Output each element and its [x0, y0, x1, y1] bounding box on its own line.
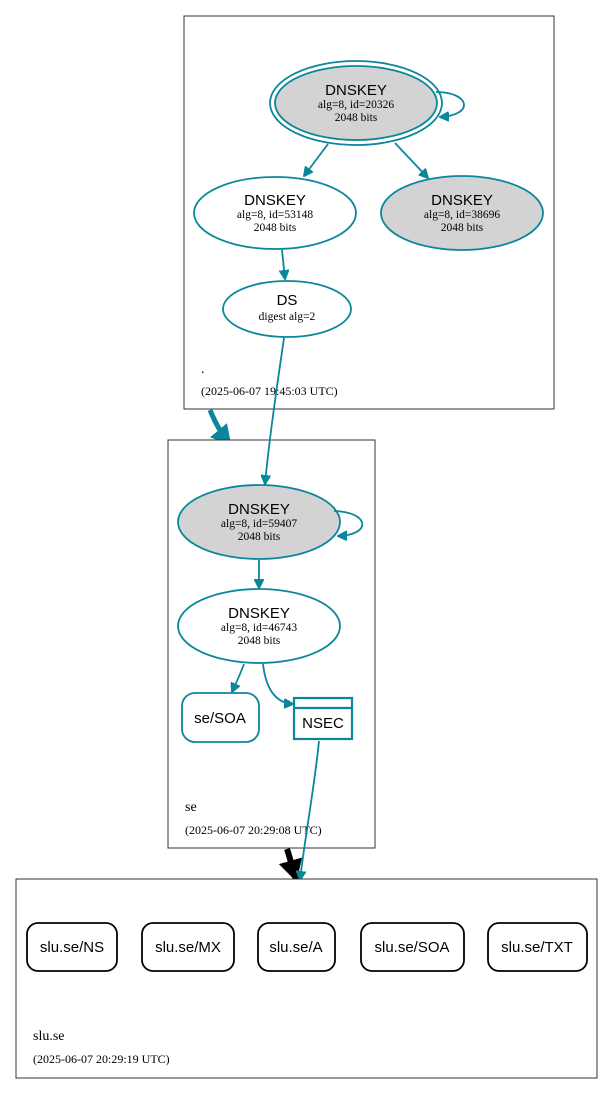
- node-root-zsk-title: DNSKEY: [244, 192, 306, 209]
- edge-se-zsk-to-nsec: [262, 663, 293, 704]
- zone-slu-name: slu.se: [33, 1029, 65, 1044]
- node-root-zsk2-title: DNSKEY: [431, 192, 493, 209]
- node-root-ksk-title: DNSKEY: [325, 82, 387, 99]
- node-se-ksk-title: DNSKEY: [228, 501, 290, 518]
- zone-slu-se: slu.se (2025-06-07 20:29:19 UTC): [15, 878, 598, 1079]
- node-se-ds[interactable]: DS digest alg=2: [222, 280, 352, 338]
- node-se-ksk[interactable]: DNSKEY alg=8, id=59407 2048 bits: [177, 484, 341, 560]
- node-se-ksk-id: alg=8, id=59407: [221, 518, 297, 530]
- node-ds-title: DS: [277, 292, 298, 309]
- zone-root-name: .: [201, 362, 205, 377]
- node-se-soa-label: se/SOA: [194, 710, 246, 727]
- rr-slu-a-label: slu.se/A: [269, 939, 322, 956]
- edge-delegation-se-slu: [278, 848, 303, 882]
- rr-slu-ns[interactable]: slu.se/NS: [26, 922, 118, 972]
- node-se-zsk[interactable]: DNSKEY alg=8, id=46743 2048 bits: [177, 588, 341, 664]
- node-se-ksk-bits: 2048 bits: [238, 531, 281, 543]
- node-root-zsk2-bits: 2048 bits: [441, 222, 484, 234]
- zone-se-timestamp: (2025-06-07 20:29:08 UTC): [185, 823, 322, 837]
- rr-slu-soa-label: slu.se/SOA: [374, 939, 449, 956]
- edge-delegation-root-se: [207, 409, 232, 446]
- node-se-zsk-title: DNSKEY: [228, 605, 290, 622]
- zone-slu-box: [15, 878, 598, 1079]
- edge-ds-to-se-ksk: [265, 337, 285, 484]
- node-root-zsk2-id: alg=8, id=38696: [424, 209, 500, 221]
- node-root-zsk-38696[interactable]: DNSKEY alg=8, id=38696 2048 bits: [380, 175, 544, 251]
- rr-slu-txt-label: slu.se/TXT: [501, 939, 573, 956]
- node-se-zsk-bits: 2048 bits: [238, 635, 281, 647]
- rr-slu-mx[interactable]: slu.se/MX: [141, 922, 235, 972]
- edge-se-zsk-to-soa: [232, 663, 245, 692]
- edge-nsec-to-slu: [300, 740, 320, 880]
- node-root-zsk-53148[interactable]: DNSKEY alg=8, id=53148 2048 bits: [193, 176, 357, 250]
- node-se-nsec[interactable]: NSEC: [292, 696, 354, 741]
- edge-root-zsk-to-ds: [282, 249, 285, 279]
- node-root-zsk-id: alg=8, id=53148: [237, 209, 313, 221]
- rr-slu-txt[interactable]: slu.se/TXT: [487, 922, 588, 972]
- node-root-ksk-id: alg=8, id=20326: [318, 99, 394, 111]
- zone-slu-timestamp: (2025-06-07 20:29:19 UTC): [33, 1052, 170, 1066]
- zone-se-name: se: [185, 800, 197, 815]
- edge-root-ksk-self: [435, 91, 465, 117]
- rr-slu-ns-label: slu.se/NS: [40, 939, 104, 956]
- node-ds-digest: digest alg=2: [259, 311, 316, 323]
- rr-slu-mx-label: slu.se/MX: [155, 939, 221, 956]
- rr-slu-soa[interactable]: slu.se/SOA: [360, 922, 465, 972]
- edge-root-ksk-to-zsk: [304, 143, 329, 176]
- node-se-soa[interactable]: se/SOA: [181, 692, 260, 743]
- edge-se-ksk-self: [333, 510, 364, 536]
- edge-root-ksk-to-zsk2: [394, 142, 428, 178]
- node-root-ksk-bits: 2048 bits: [335, 112, 378, 124]
- node-root-ksk[interactable]: DNSKEY alg=8, id=20326 2048 bits: [269, 60, 443, 146]
- node-se-nsec-label: NSEC: [302, 715, 344, 732]
- zone-root-timestamp: (2025-06-07 19:45:03 UTC): [201, 384, 338, 398]
- node-root-zsk-bits: 2048 bits: [254, 222, 297, 234]
- node-se-zsk-id: alg=8, id=46743: [221, 622, 297, 634]
- rr-slu-a[interactable]: slu.se/A: [257, 922, 336, 972]
